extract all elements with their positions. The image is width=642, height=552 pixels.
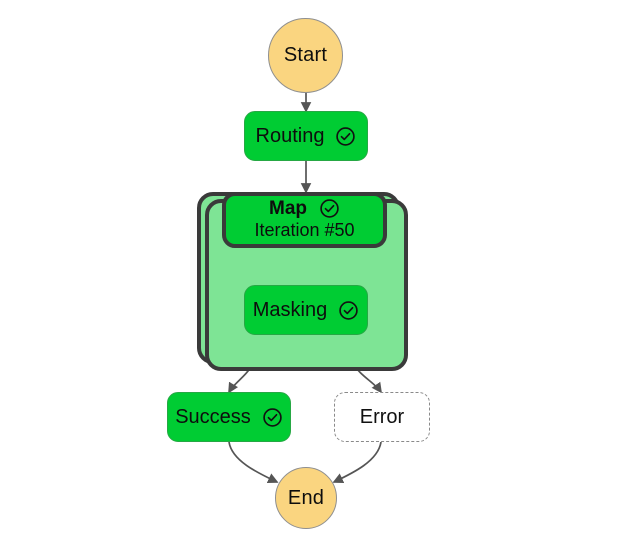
node-routing[interactable]: Routing xyxy=(244,111,368,161)
node-error[interactable]: Error xyxy=(334,392,430,442)
check-circle-icon xyxy=(319,198,340,219)
map-header-title-row: Map xyxy=(269,198,340,219)
node-map-header[interactable]: Map Iteration #50 xyxy=(222,192,387,248)
node-masking[interactable]: Masking xyxy=(244,285,368,335)
node-end-label: End xyxy=(287,486,325,509)
node-routing-label: Routing xyxy=(255,124,325,147)
check-circle-icon xyxy=(335,126,356,147)
check-circle-icon xyxy=(262,407,283,428)
edge-error-end xyxy=(332,441,382,483)
node-start-label: Start xyxy=(283,44,328,66)
node-error-label: Error xyxy=(359,405,405,428)
check-circle-icon xyxy=(338,300,359,321)
node-map-subtitle: Iteration #50 xyxy=(254,220,355,241)
node-masking-label: Masking xyxy=(252,298,328,321)
node-success[interactable]: Success xyxy=(167,392,291,442)
node-success-label: Success xyxy=(175,405,251,428)
node-start[interactable]: Start xyxy=(268,18,343,93)
edge-success-end xyxy=(228,441,279,483)
node-map-title: Map xyxy=(269,197,307,219)
node-end[interactable]: End xyxy=(275,467,337,529)
